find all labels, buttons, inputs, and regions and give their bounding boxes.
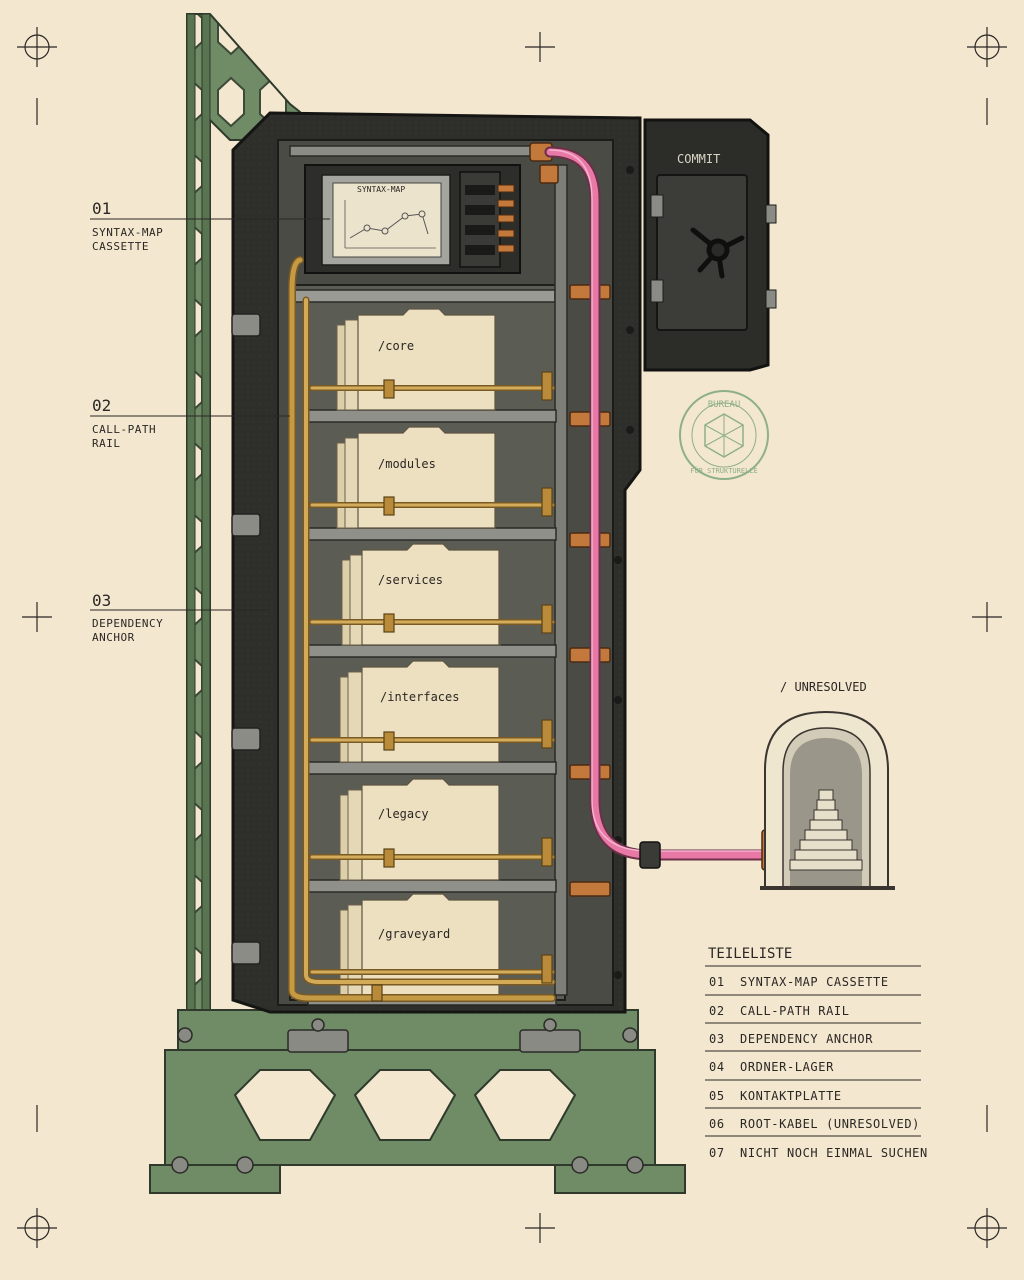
parts-list-item: 06 ROOT-KABEL (UNRESOLVED) (705, 1117, 921, 1137)
part-number: 05 (709, 1089, 725, 1103)
folder-label: /legacy (378, 807, 429, 821)
callout-02: 02 CALL-PATH RAIL (90, 396, 290, 450)
part-label: NICHT NOCH EINMAL SUCHEN (740, 1146, 928, 1160)
part-number: 04 (709, 1060, 725, 1074)
callout-label: CASSETTE (92, 240, 149, 253)
part-label: SYNTAX-MAP CASSETTE (740, 975, 889, 989)
folder-label: /interfaces (380, 690, 459, 704)
crosshair-icon (967, 27, 1007, 67)
folder-label: /graveyard (378, 927, 450, 941)
base-frame (149, 1009, 686, 1194)
part-number: 01 (709, 975, 725, 989)
vault-wheel-icon (690, 227, 745, 279)
syntax-map-label: SYNTAX-MAP (357, 185, 405, 194)
crosshair-icon (967, 1208, 1007, 1248)
syntax-map-cassette: SYNTAX-MAP (304, 164, 521, 274)
parts-list-item: 02 CALL-PATH RAIL (705, 1004, 921, 1024)
part-number: 07 (709, 1146, 725, 1160)
callout-label: ANCHOR (92, 631, 135, 644)
unresolved-tunnel: / UNRESOLVED (760, 680, 895, 890)
callout-label: DEPENDENCY (92, 617, 163, 630)
bureau-stamp: BUREAU FÜR STRUKTURELLE (679, 390, 769, 480)
parts-list-item: 07 NICHT NOCH EINMAL SUCHEN (709, 1146, 928, 1160)
parts-list-item: 01 SYNTAX-MAP CASSETTE (705, 975, 921, 996)
call-path-rail (288, 256, 556, 1002)
callout-number: 02 (92, 396, 111, 415)
folder-stack-services: /services (341, 543, 501, 646)
parts-list-item: 03 DEPENDENCY ANCHOR (705, 1032, 921, 1052)
part-number: 03 (709, 1032, 725, 1046)
stamp-bottom-text: FÜR STRUKTURELLE (690, 466, 757, 475)
crosshair-icon (17, 1208, 57, 1248)
callout-01: 01 SYNTAX-MAP CASSETTE (90, 199, 330, 253)
part-label: CALL-PATH RAIL (740, 1004, 850, 1018)
parts-list-item: 05 KONTAKTPLATTE (705, 1089, 921, 1109)
folder-stack-interfaces: /interfaces (339, 660, 500, 763)
folder-stack-modules: /modules (336, 426, 496, 529)
folder-stack-legacy: /legacy (339, 778, 500, 881)
folder-label: /services (378, 573, 443, 587)
folder-stack-core: /core (336, 308, 496, 411)
registration-marks (17, 27, 1007, 1248)
part-label: KONTAKTPLATTE (740, 1089, 842, 1103)
callout-number: 03 (92, 591, 111, 610)
part-number: 02 (709, 1004, 725, 1018)
callout-label: RAIL (92, 437, 121, 450)
unresolved-label: / UNRESOLVED (780, 680, 867, 694)
part-label: ROOT-KABEL (UNRESOLVED) (740, 1117, 920, 1131)
callout-label: SYNTAX-MAP (92, 226, 163, 239)
callout-number: 01 (92, 199, 111, 218)
parts-list: TEILELISTE 01 SYNTAX-MAP CASSETTE 02 CAL… (705, 946, 928, 1160)
crosshair-icon (17, 27, 57, 67)
part-label: ORDNER-LAGER (740, 1060, 834, 1074)
folder-label: /modules (378, 457, 436, 471)
parts-list-item: 04 ORDNER-LAGER (705, 1060, 921, 1081)
folder-label: /core (378, 339, 414, 353)
callout-03: 03 DEPENDENCY ANCHOR (90, 591, 268, 644)
commit-label: COMMIT (677, 152, 720, 166)
callout-label: CALL-PATH (92, 423, 156, 436)
parts-list-title: TEILELISTE (708, 946, 792, 962)
commit-door: COMMIT (643, 118, 777, 372)
part-number: 06 (709, 1117, 725, 1131)
stamp-top-text: BUREAU (708, 400, 741, 410)
part-label: DEPENDENCY ANCHOR (740, 1032, 873, 1046)
